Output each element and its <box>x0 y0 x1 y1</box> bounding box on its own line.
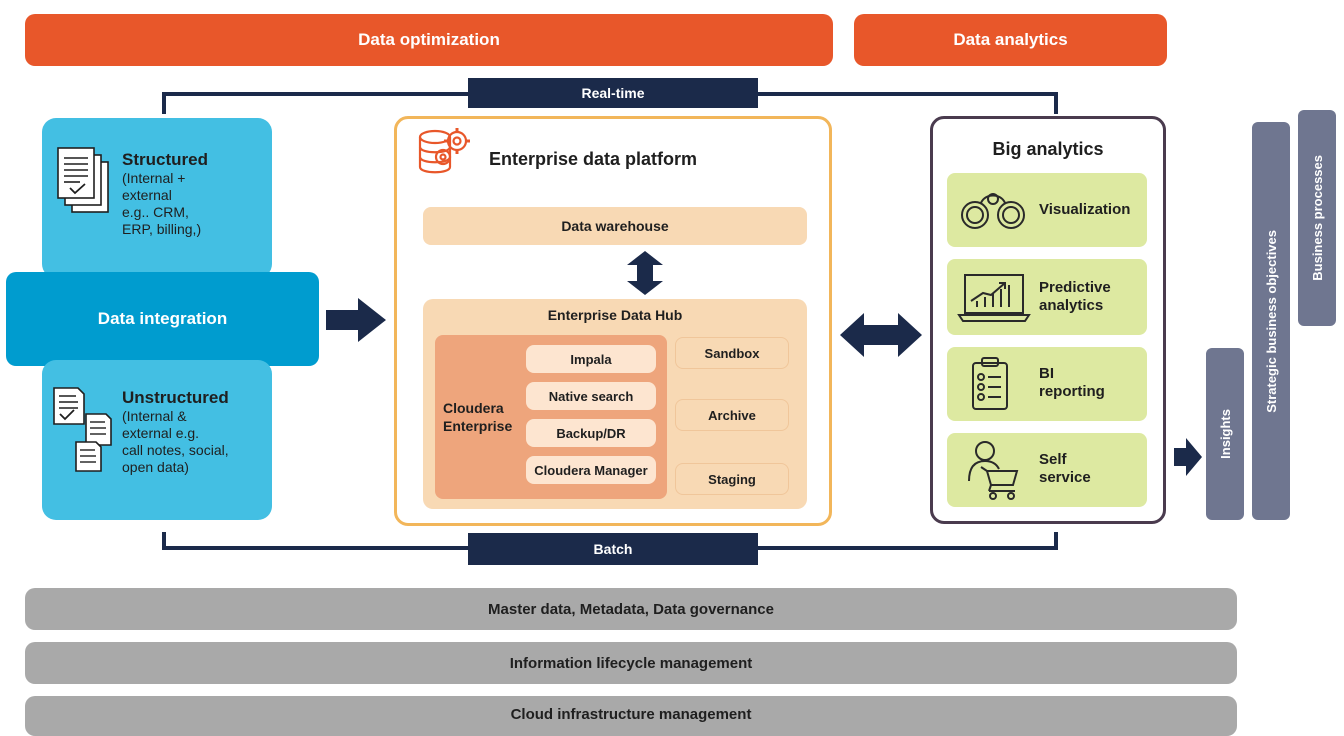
foundation-cloud-label: Cloud infrastructure management <box>510 706 752 723</box>
big-analytics-title: Big analytics <box>992 139 1104 159</box>
structured-line-1: (Internal + <box>122 170 186 186</box>
foundation-lifecycle-label: Information lifecycle management <box>509 654 753 672</box>
native-search-label: Native search <box>548 388 634 404</box>
archive-label: Archive <box>708 407 756 423</box>
cloudera-enterprise-box: Cloudera Enterprise Impala Native search… <box>435 335 667 499</box>
predictive-line-2: analytics <box>1039 297 1104 314</box>
data-analytics-banner: Data analytics <box>854 14 1167 66</box>
bi-line-1: BI <box>1039 365 1054 382</box>
impala-label: Impala <box>570 351 612 367</box>
vertical-double-arrow-icon <box>627 251 663 295</box>
structured-line-3: e.g.. CRM, <box>122 204 189 220</box>
data-integration-label: Data integration <box>97 309 228 328</box>
unstructured-line-4: open data) <box>122 459 189 475</box>
backup-dr-item: Backup/DR <box>526 419 656 447</box>
predictive-analytics-card: Predictive analytics <box>947 259 1147 335</box>
batch-label: Batch <box>593 541 633 557</box>
arrow-right-small-icon <box>1174 438 1202 476</box>
laptop-chart-icon <box>957 274 1031 322</box>
horizontal-double-arrow-icon <box>840 313 922 357</box>
bi-line-2: reporting <box>1039 383 1105 400</box>
structured-line-4: ERP, billing,) <box>122 221 202 237</box>
data-warehouse-box: Data warehouse <box>423 207 807 245</box>
structured-source-box: Structured (Internal + external e.g.. CR… <box>42 118 272 278</box>
enterprise-data-hub-box: Enterprise Data Hub Cloudera Enterprise … <box>423 299 807 509</box>
foundation-governance-label: Master data, Metadata, Data governance <box>488 600 774 618</box>
realtime-label-box: Real-time <box>468 78 758 108</box>
enterprise-data-platform-box: Enterprise data platform Data warehouse … <box>394 116 832 526</box>
shopping-cart-person-icon <box>968 441 1019 500</box>
backup-dr-label: Backup/DR <box>556 425 626 441</box>
strategic-objectives-bar: Strategic business objectives <box>1252 122 1290 520</box>
mixed-documents-icon <box>53 387 112 472</box>
staging-zone: Staging <box>675 463 789 495</box>
unstructured-title: Unstructured <box>122 388 229 407</box>
self-service-card: Self service <box>947 433 1147 507</box>
documents-icon <box>57 147 109 213</box>
hub-title: Enterprise Data Hub <box>547 307 683 323</box>
foundation-bar-cloud: Cloud infrastructure management <box>25 696 1237 736</box>
unstructured-source-box: Unstructured (Internal & external e.g. c… <box>42 360 272 520</box>
database-gear-icon <box>418 128 470 174</box>
native-search-item: Native search <box>526 382 656 410</box>
foundation-bar-governance: Master data, Metadata, Data governance <box>25 588 1237 630</box>
archive-zone: Archive <box>675 399 789 431</box>
data-warehouse-label: Data warehouse <box>561 218 669 234</box>
sandbox-label: Sandbox <box>704 345 760 361</box>
binoculars-icon <box>961 193 1025 229</box>
visualization-label: Visualization <box>1039 201 1131 218</box>
cloudera-manager-item: Cloudera Manager <box>526 456 656 484</box>
business-processes-bar: Business processes <box>1298 110 1336 326</box>
data-optimization-banner: Data optimization <box>25 14 833 66</box>
insights-label: Insights <box>1217 409 1233 459</box>
data-analytics-label: Data analytics <box>953 30 1068 49</box>
impala-item: Impala <box>526 345 656 373</box>
strategic-objectives-label: Strategic business objectives <box>1263 229 1279 413</box>
unstructured-line-1: (Internal & <box>122 408 187 424</box>
cloudera-line-1: Cloudera <box>443 400 504 416</box>
structured-line-2: external <box>122 187 172 203</box>
data-optimization-label: Data optimization <box>358 30 500 49</box>
foundation-bar-lifecycle: Information lifecycle management <box>25 642 1237 684</box>
self-service-line-1: Self <box>1039 451 1067 468</box>
structured-title: Structured <box>122 150 208 169</box>
bi-reporting-card: BI reporting <box>947 347 1147 421</box>
arrow-right-icon <box>326 298 386 342</box>
unstructured-line-3: call notes, social, <box>122 442 229 458</box>
big-analytics-box: Big analytics Visualization <box>930 116 1166 524</box>
self-service-line-2: service <box>1039 469 1091 486</box>
insights-bar: Insights <box>1206 348 1244 520</box>
cloudera-manager-label: Cloudera Manager <box>534 462 648 478</box>
visualization-card: Visualization <box>947 173 1147 247</box>
cloudera-line-2: Enterprise <box>443 418 513 434</box>
data-integration-bar: Data integration <box>6 272 319 366</box>
batch-label-box: Batch <box>468 533 758 565</box>
sandbox-zone: Sandbox <box>675 337 789 369</box>
predictive-line-1: Predictive <box>1039 279 1111 296</box>
unstructured-line-2: external e.g. <box>122 425 200 441</box>
staging-label: Staging <box>708 471 756 487</box>
realtime-label: Real-time <box>581 85 645 101</box>
business-processes-label: Business processes <box>1309 155 1325 281</box>
platform-title: Enterprise data platform <box>489 149 698 169</box>
clipboard-checklist-icon <box>972 357 1008 410</box>
